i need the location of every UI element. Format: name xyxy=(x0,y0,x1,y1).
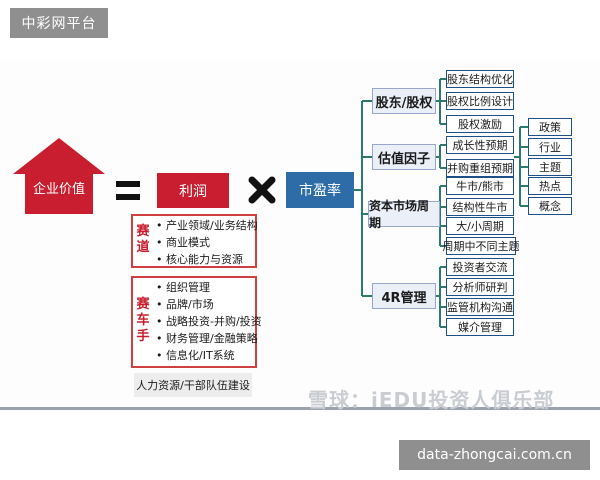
leaf-item: 股权激励 xyxy=(446,115,514,133)
equals-bar-bottom xyxy=(116,194,140,200)
equals-bar-top xyxy=(116,181,140,187)
category-4r: 4R管理 xyxy=(372,283,436,309)
category-shareholder: 股东/股权 xyxy=(372,88,436,114)
race-track-item: • 核心能力与资源 xyxy=(156,253,243,266)
leaf-item: 分析师研判 xyxy=(446,278,514,296)
sub-item: 热点 xyxy=(528,177,572,195)
racer-label: 赛车手 xyxy=(136,297,150,344)
race-track-panel xyxy=(131,214,257,268)
sub-item: 主题 xyxy=(528,158,572,176)
leaf-item: 监管机构沟通 xyxy=(446,298,514,316)
leaf-item: 股权比例设计 xyxy=(446,92,514,110)
category-valuation-factor: 估值因子 xyxy=(372,144,436,170)
url-badge: data-zhongcai.com.cn xyxy=(399,440,590,470)
racer-item: • 信息化/IT系统 xyxy=(156,349,235,362)
racer-item: • 财务管理/金融策略 xyxy=(156,332,258,345)
pe-ratio-box: 市盈率 xyxy=(286,172,354,208)
leaf-item: 股东结构优化 xyxy=(446,70,514,88)
racer-item: • 组织管理 xyxy=(156,281,210,294)
sub-item: 行业 xyxy=(528,138,572,156)
profit-box: 利润 xyxy=(157,173,229,208)
leaf-item: 牛市/熊市 xyxy=(446,177,514,195)
racer-panel xyxy=(131,276,257,368)
leaf-item: 投资者交流 xyxy=(446,258,514,276)
multiply-icon xyxy=(248,176,276,204)
leaf-item: 成长性预期 xyxy=(446,136,514,154)
sub-item: 概念 xyxy=(528,197,572,215)
race-track-item: • 产业领域/业务结构 xyxy=(156,219,258,232)
watermark: 雪球：iEDU投资人俱乐部 xyxy=(308,388,555,412)
leaf-item: 媒介管理 xyxy=(446,318,514,336)
leaf-item: 大/小周期 xyxy=(446,217,514,235)
race-track-item: • 商业模式 xyxy=(156,236,210,249)
racer-item: • 战略投资-并购/投资 xyxy=(156,315,262,328)
racer-item: • 品牌/市场 xyxy=(156,298,214,311)
enterprise-value-label: 企业价值 xyxy=(32,182,85,197)
leaf-item: 并购重组预期 xyxy=(446,159,514,177)
category-market-cycle: 资本市场周期 xyxy=(368,199,440,230)
leaf-item: 结构性牛市 xyxy=(446,198,514,216)
house-shape xyxy=(13,138,105,214)
race-track-label: 赛道 xyxy=(136,224,150,255)
hr-box: 人力资源/干部队伍建设 xyxy=(134,373,252,397)
site-badge: 中彩网平台 xyxy=(10,8,108,38)
leaf-item: 周期中不同主题 xyxy=(443,237,520,255)
sub-item: 政策 xyxy=(528,118,572,136)
